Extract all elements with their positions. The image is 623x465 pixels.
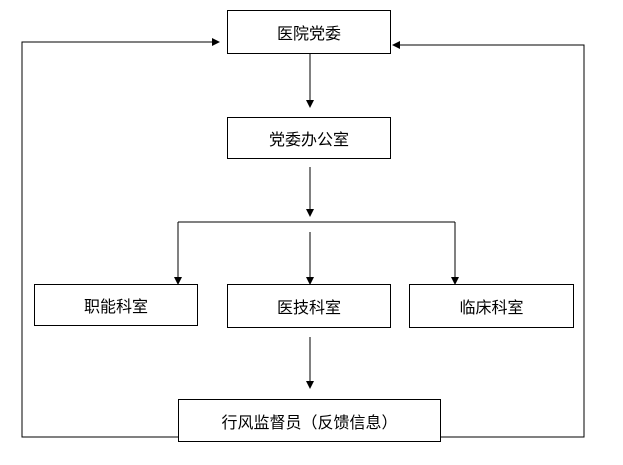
- node-party-office-label: 党委办公室: [268, 130, 349, 149]
- node-clinical-depts-label: 临床科室: [459, 298, 524, 317]
- node-supervisor: 行风监督员（反馈信息）: [178, 399, 441, 442]
- node-party-committee-label: 医院党委: [276, 24, 341, 43]
- node-medtech-depts: 医技科室: [227, 284, 391, 328]
- feedback-loop-right: [392, 41, 585, 438]
- feedback-loop-left: [21, 38, 220, 438]
- node-functional-depts-label: 职能科室: [83, 297, 148, 316]
- node-functional-depts: 职能科室: [34, 284, 198, 326]
- node-medtech-depts-label: 医技科室: [276, 298, 341, 317]
- node-party-office: 党委办公室: [227, 117, 391, 159]
- node-party-committee: 医院党委: [227, 10, 391, 54]
- node-supervisor-label: 行风监督员（反馈信息）: [221, 412, 398, 432]
- node-clinical-depts: 临床科室: [409, 284, 574, 328]
